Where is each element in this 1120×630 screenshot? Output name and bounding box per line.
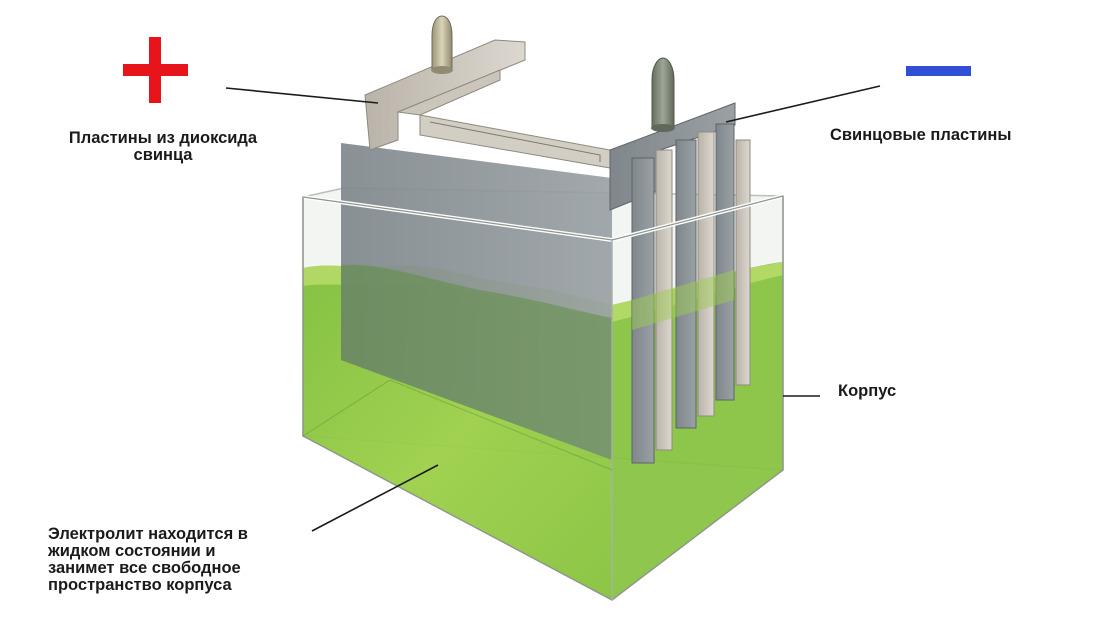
plus-icon [123,37,188,103]
leader-positive [225,87,379,104]
lead-dioxide-plates [364,39,611,169]
minus-icon [906,66,971,76]
label-electrolyte: Электролит находится в жидком состоянии … [48,525,248,594]
negative-terminal [651,57,675,132]
label-lead-dioxide-plates: Пластины из диоксида свинца [68,129,258,164]
battery-case [302,194,784,601]
label-lead-plates: Свинцовые пластины [830,126,1012,144]
leader-lines [225,85,881,532]
positive-terminal [431,15,453,74]
lead-plate-front [341,143,612,460]
leader-negative [725,85,881,123]
label-case: Корпус [838,382,897,400]
leader-electrolyte [311,464,439,532]
